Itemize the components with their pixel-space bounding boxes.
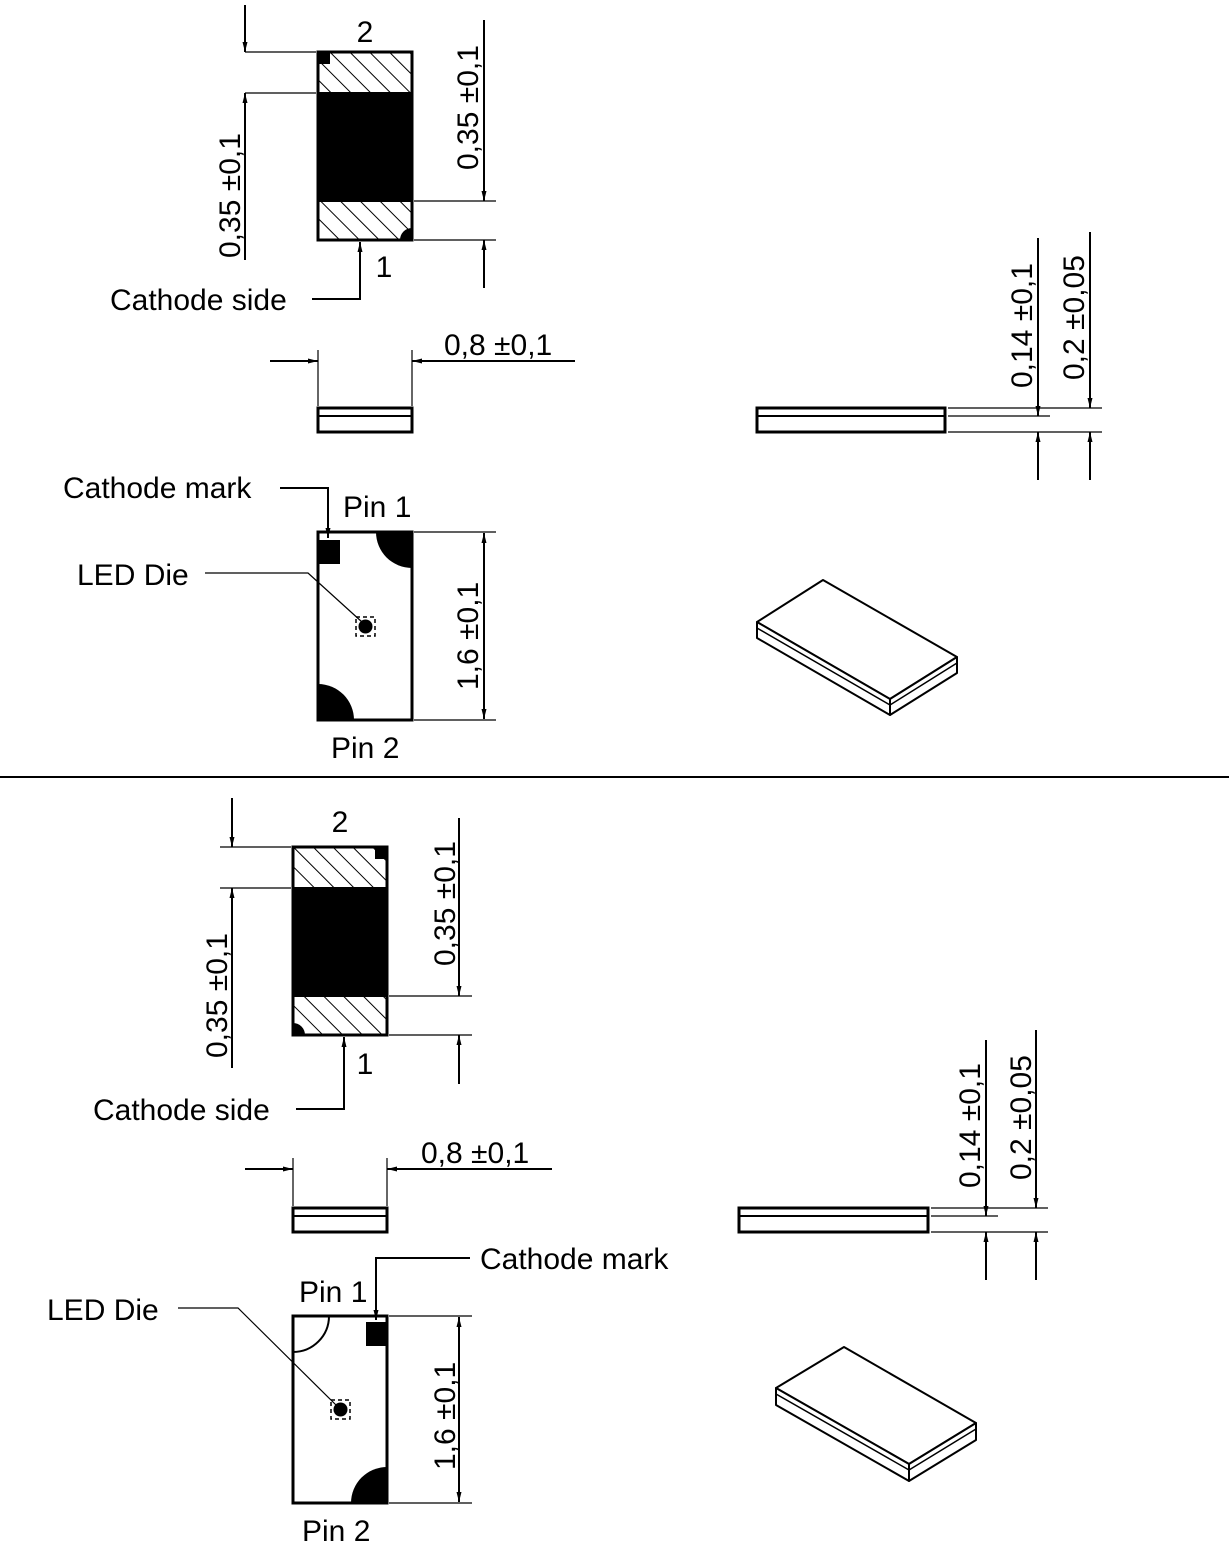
cathode-side-leader [312,242,363,300]
side-view: 0,14 ±0,1 0,2 ±0,05 [755,232,1102,480]
terminal-1-hatch [319,201,411,239]
dim-height-label: 0,2 ±0,05 [1005,1055,1038,1180]
led-die-label: LED Die [47,1294,159,1327]
cathode-side-label: Cathode side [93,1094,270,1127]
led-die-outline [355,616,376,637]
bottom-outline [316,530,414,722]
terminal-1-hatch [294,996,386,1034]
terminal-2-hatch [319,53,411,94]
cathode-mark-leader [373,1257,470,1320]
cathode-side-leader [296,1037,347,1110]
pin1-label: Pin 1 [299,1276,367,1309]
side-outline [737,1206,930,1234]
variant-b: 2 1 0,35 ±0,1 0,35 ±0,1 Cathode side 0,8… [47,798,1048,1548]
front-outline [316,406,414,434]
dim-right-label: 0,35 ±0,1 [452,45,485,170]
led-die-label: LED Die [77,559,189,592]
dim-left-label: 0,35 ±0,1 [214,133,247,258]
variant-a: 2 1 0,35 ±0,1 0,35 ±0,1 Cathode side [63,5,1102,765]
dim-width-label: 0,8 ±0,1 [444,329,552,362]
front-outline [291,1206,389,1234]
top-view: 2 1 0,35 ±0,1 0,35 ±0,1 Cathode side [110,5,496,317]
pad-corner [318,684,354,720]
lens-area [293,888,387,996]
isometric-view [775,1346,977,1482]
cathode-corner [293,1023,305,1035]
side-view: 0,14 ±0,1 0,2 ±0,05 [737,1030,1048,1280]
side-outline [755,406,947,434]
dim-lens-label: 0,14 ±0,1 [1006,263,1039,388]
cathode-mark-leader [280,487,331,538]
pad-corner-outline [292,1315,330,1353]
cathode-corner [400,228,412,240]
pin2-label: Pin 2 [331,732,399,765]
led-die-leader [178,1307,337,1406]
pad-corner [351,1467,387,1503]
cathode-mark-label: Cathode mark [63,472,252,505]
dim-length-label: 1,6 ±0,1 [429,1362,462,1470]
bottom-outline [291,1314,389,1505]
terminal-2-hatch [294,848,386,889]
bottom-view: Cathode mark Pin 1 Pin 2 LED Die 1,6 ±0,… [63,472,496,765]
cathode-side-label: Cathode side [110,284,287,317]
dim-lens-label: 0,14 ±0,1 [954,1063,987,1188]
cathode-mark [318,540,340,564]
front-view: 0,8 ±0,1 [270,329,575,434]
terminal-label-top: 2 [332,806,349,839]
led-die-leader [205,572,363,623]
terminal-label-top: 2 [357,16,374,49]
led-die [358,619,373,634]
isometric-view [756,579,958,716]
top-view: 2 1 0,35 ±0,1 0,35 ±0,1 Cathode side [93,798,472,1127]
dim-right-label: 0,35 ±0,1 [429,841,462,966]
front-view: 0,8 ±0,1 [245,1137,552,1234]
pin1-label: Pin 1 [343,491,411,524]
bottom-view: Cathode mark Pin 1 Pin 2 LED Die 1,6 ±0,… [47,1243,669,1548]
terminal-label-bottom: 1 [357,1048,374,1081]
pin2-label: Pin 2 [302,1515,370,1548]
dim-width-label: 0,8 ±0,1 [421,1137,529,1170]
pad-corner [376,532,412,568]
cathode-mark-label: Cathode mark [480,1243,669,1276]
led-die [333,1402,348,1417]
led-die-outline [330,1399,351,1420]
dim-length-label: 1,6 ±0,1 [452,582,485,690]
cathode-mark [366,1322,387,1346]
dim-height-label: 0,2 ±0,05 [1058,255,1091,380]
lens-area [318,93,412,201]
terminal-label-bottom: 1 [376,251,393,284]
dim-left-label: 0,35 ±0,1 [201,933,234,1058]
